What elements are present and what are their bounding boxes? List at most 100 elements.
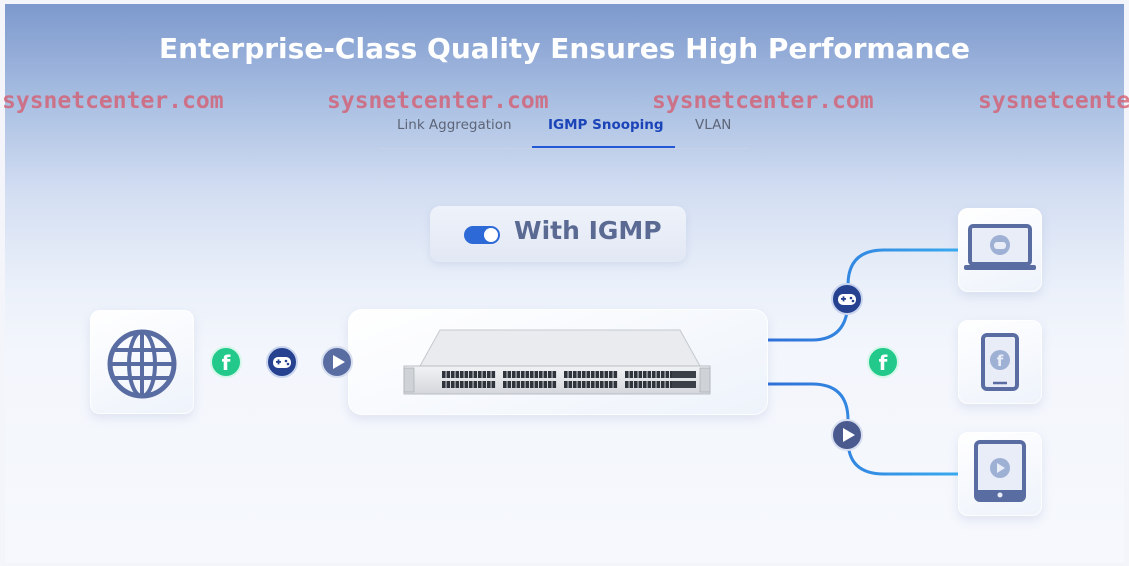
watermark-2: sysnetcenter.com [327, 88, 549, 114]
switch-port [507, 381, 512, 388]
switch-port [451, 381, 455, 388]
switch-port [638, 381, 643, 388]
switch-port [609, 381, 613, 388]
frame-right [1124, 0, 1129, 566]
page-title: Enterprise-Class Quality Ensures High Pe… [158, 32, 971, 65]
switch-port [512, 381, 516, 388]
switch-port [613, 371, 618, 378]
svg-text:f: f [997, 352, 1004, 370]
switch-port [595, 381, 600, 388]
switch-port [539, 371, 543, 378]
play-icon [831, 419, 863, 451]
switch-port [665, 371, 670, 378]
switch-port [507, 371, 512, 378]
switch-port [491, 371, 496, 378]
frame-top [0, 0, 1129, 4]
frame-left [0, 0, 5, 566]
switch-port [625, 381, 629, 388]
switch-port [473, 371, 478, 378]
switch-port [455, 371, 460, 378]
switch-port [473, 381, 478, 388]
switch-port [503, 381, 507, 388]
switch-port [665, 381, 670, 388]
switch-port [613, 381, 618, 388]
laptop-gamepad-icon [964, 224, 1036, 270]
switch-port [451, 371, 455, 378]
switch-port [568, 381, 573, 388]
play-icon [321, 346, 353, 378]
switch-port [530, 381, 534, 388]
switch-port [543, 381, 548, 388]
switch-port [577, 381, 582, 388]
tab-link-aggregation[interactable]: Link Aggregation [397, 117, 512, 133]
switch-port [516, 371, 521, 378]
tab-igmp-snooping[interactable]: IGMP Snooping [548, 117, 664, 133]
switch-port [582, 371, 586, 378]
switch-port [487, 371, 491, 378]
switch-port [629, 371, 634, 378]
switch-port [652, 371, 656, 378]
switch-port [512, 371, 516, 378]
switch-port [647, 371, 652, 378]
switch-port [534, 371, 539, 378]
active-tab-indicator [532, 146, 675, 148]
switch-port [577, 371, 582, 378]
switch-port [442, 371, 446, 378]
switch-port [525, 371, 530, 378]
switch-port [586, 381, 591, 388]
frame-bottom [0, 563, 1129, 566]
switch-port [534, 381, 539, 388]
switch-port [478, 381, 482, 388]
switch-port [564, 371, 568, 378]
switch-port [670, 381, 674, 388]
switch-port [446, 371, 451, 378]
toggle-knob [484, 228, 498, 242]
switch-port [548, 371, 552, 378]
switch-port [573, 371, 577, 378]
igmp-status-badge: With IGMP [430, 206, 686, 262]
switch-port [503, 371, 507, 378]
switch-port [552, 381, 557, 388]
switch-port [634, 371, 638, 378]
switch-port [525, 381, 530, 388]
switch-port [656, 371, 661, 378]
facebook-icon: f [210, 346, 242, 378]
switch-port [591, 381, 595, 388]
tablet-play-icon [974, 440, 1026, 502]
switch-port [469, 381, 473, 388]
switch-port [600, 381, 604, 388]
switch-port [625, 371, 629, 378]
switch-port [464, 371, 469, 378]
svg-text:f: f [879, 351, 888, 375]
phone-facebook-icon: f [981, 333, 1019, 391]
switch-port [568, 371, 573, 378]
gamepad-icon [266, 346, 298, 378]
outbound-link-laptop [768, 248, 958, 342]
switch-port [582, 381, 586, 388]
switch-port [609, 371, 613, 378]
switch-port [487, 381, 491, 388]
switch-port [670, 371, 674, 378]
igmp-toggle[interactable] [464, 226, 500, 244]
switch-port [516, 381, 521, 388]
switch-port [591, 371, 595, 378]
switch-port [460, 371, 464, 378]
switch-port [552, 371, 557, 378]
switch-port [521, 381, 525, 388]
outbound-link-tablet [768, 382, 958, 476]
tab-vlan[interactable]: VLAN [695, 117, 732, 133]
feature-tabs: Link Aggregation IGMP Snooping VLAN [380, 108, 748, 149]
gamepad-icon [831, 283, 863, 315]
switch-port [604, 381, 609, 388]
switch-port [647, 381, 652, 388]
switch-port [539, 381, 543, 388]
switch-port [446, 381, 451, 388]
switch-port [661, 371, 665, 378]
switch-port [521, 371, 525, 378]
switch-port [629, 381, 634, 388]
watermark-1: sysnetcenter.com [2, 88, 224, 114]
switch-port [656, 381, 661, 388]
switch-port [442, 381, 446, 388]
